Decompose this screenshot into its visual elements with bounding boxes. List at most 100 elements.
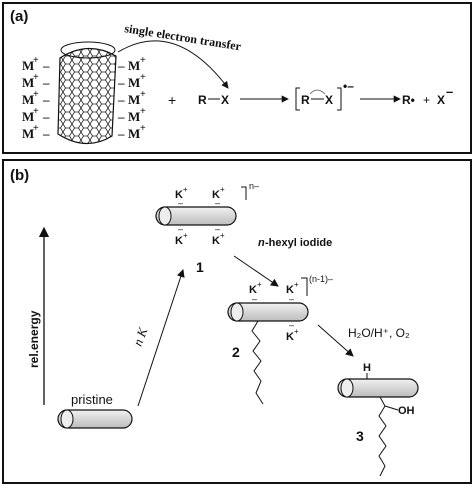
panel-b-label: (b) [10, 167, 29, 184]
species-2-nanotube [227, 302, 309, 322]
counter-ion-left: M+– [22, 106, 50, 124]
counter-ions-left: M+– M+– M+– M+– M+– [22, 55, 50, 141]
svg-text:+: + [294, 280, 299, 289]
species-1-bracket [241, 186, 247, 200]
hexyl-iodide-label: n -hexyl iodide [258, 237, 332, 249]
svg-text:–: – [42, 126, 50, 141]
counter-ions-right: –M+ –M+ –M+ –M+ –M+ [117, 55, 146, 141]
species-1-nanotube [155, 206, 237, 226]
svg-text:–: – [117, 75, 125, 90]
panel-a-label: (a) [10, 8, 28, 25]
species-1-charge: n– [249, 181, 259, 191]
radical-anion: R X •– [295, 79, 354, 111]
svg-text:+: + [33, 123, 39, 134]
svg-text:M: M [128, 92, 140, 107]
halide-charge: – [446, 84, 453, 99]
species-2-hexyl-chain [251, 320, 264, 405]
svg-text:M: M [22, 92, 34, 107]
species-2-number: 2 [232, 344, 240, 360]
svg-text:+: + [257, 280, 262, 289]
svg-text:•–: •– [343, 79, 354, 93]
svg-text:–: – [178, 198, 183, 208]
svg-text:–: – [42, 75, 50, 90]
counter-ion-right: –M+ [117, 89, 146, 107]
counter-ion-left: M+– [22, 72, 50, 90]
product-plus: + [423, 93, 430, 107]
electron-transfer-arrow [117, 40, 229, 89]
svg-text:M: M [22, 126, 34, 141]
svg-text:K: K [175, 189, 183, 201]
svg-text:n: n [258, 237, 265, 249]
svg-text:–: – [42, 109, 50, 124]
species-1-potassium-top: K + – K + – [175, 185, 225, 208]
svg-text:–: – [117, 58, 125, 73]
svg-text:+: + [140, 123, 146, 134]
atom-x: X [221, 93, 229, 107]
svg-text:+: + [140, 89, 146, 100]
svg-text:K: K [175, 235, 183, 247]
svg-text:–: – [289, 294, 294, 304]
svg-text:–: – [117, 126, 125, 141]
energy-axis-label: rel.energy [27, 310, 41, 368]
svg-text:–: – [42, 58, 50, 73]
svg-text:–: – [117, 109, 125, 124]
svg-text:+: + [183, 185, 188, 194]
counter-ion-right: –M+ [117, 72, 146, 90]
svg-text:M: M [22, 58, 34, 73]
counter-ion-right: –M+ [117, 106, 146, 124]
species-1-number: 1 [196, 259, 204, 275]
svg-text:-hexyl iodide: -hexyl iodide [265, 237, 332, 249]
svg-text:–: – [289, 320, 294, 330]
svg-text:+: + [33, 55, 39, 66]
hydroxyl-bond-line [384, 405, 399, 411]
species-3-number: 3 [356, 428, 364, 444]
hydrogen-atom: H [363, 362, 371, 374]
species-2-potassium-bottom: – K + [286, 320, 299, 343]
svg-text:+: + [140, 106, 146, 117]
counter-ion-left: M+– [22, 89, 50, 107]
species-2-potassium-top: K + – K + – [249, 280, 299, 304]
svg-text:M: M [128, 109, 140, 124]
svg-text:+: + [183, 231, 188, 240]
reduction-label: n K [130, 324, 151, 348]
counter-ion-right: –M+ [117, 123, 146, 141]
svg-text:–: – [252, 294, 257, 304]
svg-text:K: K [286, 331, 294, 343]
reduction-arrow [137, 269, 185, 407]
species-2-bracket [301, 277, 308, 296]
svg-text:M: M [22, 109, 34, 124]
panel-b: (b) rel.energy pristine n K K + – K + – … [2, 159, 472, 484]
svg-text:K: K [286, 284, 294, 296]
halide-anion: X [437, 93, 445, 107]
svg-text:+: + [140, 55, 146, 66]
svg-text:–: – [117, 92, 125, 107]
hydroxyl-group: OH [398, 405, 415, 417]
products: R• + X – [402, 84, 453, 107]
svg-text:+: + [220, 231, 225, 240]
species-3-nanotube [337, 378, 419, 398]
svg-text:M: M [128, 75, 140, 90]
workup-arrow [317, 324, 354, 357]
plus-sign: + [168, 92, 176, 108]
svg-text:+: + [294, 327, 299, 336]
svg-text:M: M [22, 75, 34, 90]
species-3-alkyl-chain [378, 396, 387, 477]
counter-ion-left: M+– [22, 123, 50, 141]
svg-text:+: + [33, 72, 39, 83]
pristine-nanotube [57, 409, 133, 429]
svg-text:+: + [220, 185, 225, 194]
counter-ion-left: M+– [22, 55, 50, 73]
svg-text:X: X [325, 93, 333, 107]
svg-text:–: – [215, 198, 220, 208]
species-2-charge: (n-1)– [309, 274, 333, 284]
svg-text:+: + [140, 72, 146, 83]
alkylation-arrow [233, 255, 279, 287]
svg-text:–: – [178, 224, 183, 234]
svg-text:–: – [42, 92, 50, 107]
svg-text:K: K [212, 189, 220, 201]
counter-ion-right: –M+ [117, 55, 146, 73]
pristine-label: pristine [71, 392, 113, 407]
species-1-potassium-bottom: – K + – K + [175, 224, 225, 247]
carbon-nanotube [57, 41, 117, 145]
